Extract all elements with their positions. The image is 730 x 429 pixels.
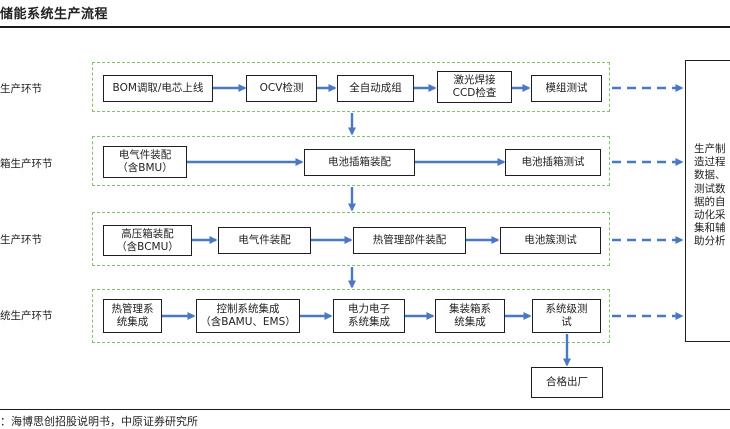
data-collection-panel-text: 生产制 造过程 数据、 测试数 据的自 动化采 集和辅 助分析 bbox=[694, 143, 726, 248]
stage-label-cluster: 生产环节 bbox=[0, 234, 42, 246]
stage-band-system bbox=[92, 289, 610, 343]
process-box-laser-welding: 激光焊接 CCD检查 bbox=[437, 71, 512, 103]
process-box-thermal-system-integration: 热管理系 统集成 bbox=[103, 299, 162, 333]
process-box-container-integration: 集装箱系 统集成 bbox=[435, 299, 505, 333]
stage-label-battery-box: 箱生产环节 bbox=[0, 158, 53, 170]
stage-label-module: 生产环节 bbox=[0, 83, 42, 95]
process-box-auto-grouping: 全自动成组 bbox=[337, 75, 414, 102]
process-box-control-system-integration: 控制系统集成 （含BAMU、EMS） bbox=[196, 299, 300, 333]
process-box-cluster-test: 电池簇测试 bbox=[500, 227, 601, 254]
process-box-battery-box-assembly: 电池插箱装配 bbox=[304, 149, 415, 176]
process-box-battery-box-test: 电池插箱测试 bbox=[505, 149, 601, 176]
title-divider bbox=[0, 26, 730, 28]
stage-band-battery-box bbox=[92, 136, 610, 186]
footer-divider bbox=[0, 409, 730, 410]
stage-band-module bbox=[92, 62, 610, 112]
stage-label-system: 统生产环节 bbox=[0, 310, 53, 322]
process-box-thermal-parts-assembly: 热管理部件装配 bbox=[353, 227, 466, 254]
process-box-ocv-test: OCV检测 bbox=[246, 75, 317, 102]
process-box-system-level-test: 系统级测 试 bbox=[532, 299, 601, 333]
process-box-electrical-assembly: 电气件装配 bbox=[218, 227, 311, 254]
stage-band-cluster bbox=[92, 212, 610, 266]
process-box-bom-cell-loading: BOM调取/电芯上线 bbox=[103, 75, 213, 102]
process-box-qualified-shipment: 合格出厂 bbox=[531, 367, 603, 398]
process-box-electrical-assembly-bmu: 电气件装配 （含BMU） bbox=[103, 146, 187, 178]
process-box-hv-box-assembly-bcmu: 高压箱装配 （含BCMU） bbox=[103, 225, 192, 256]
process-box-power-electronics-integration: 电力电子 系统集成 bbox=[333, 299, 405, 333]
data-collection-panel bbox=[685, 60, 730, 342]
source-note: ：海博思创招股说明书，中原证券研究所 bbox=[0, 415, 198, 428]
page-title: 储能系统生产流程 bbox=[0, 7, 109, 22]
process-box-module-test: 模组测试 bbox=[531, 75, 602, 102]
